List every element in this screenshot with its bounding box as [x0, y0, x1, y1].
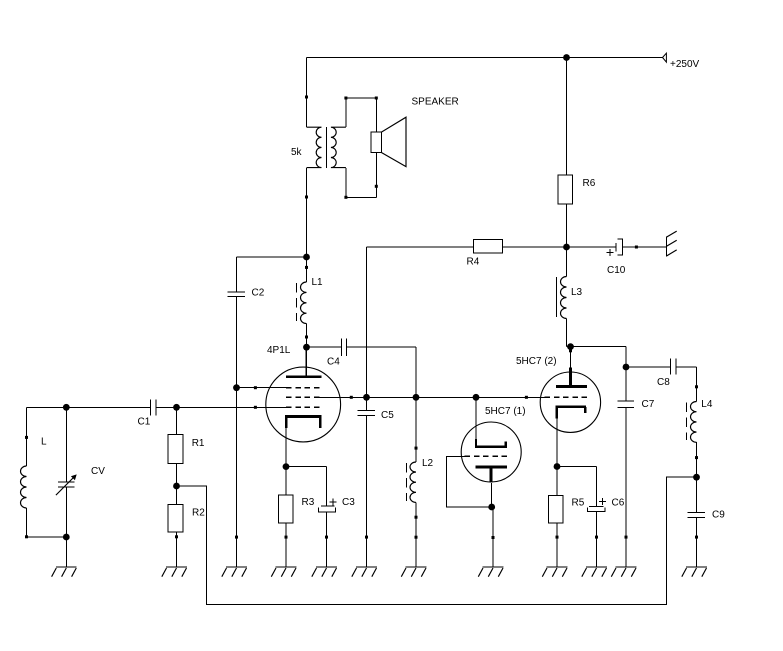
svg-text:C7: C7: [642, 399, 655, 410]
svg-text:L4: L4: [701, 399, 713, 410]
svg-text:C9: C9: [712, 510, 725, 521]
svg-text:R5: R5: [572, 498, 585, 509]
svg-text:R6: R6: [583, 178, 596, 189]
svg-text:5HC7 (2): 5HC7 (2): [516, 356, 557, 367]
svg-text:R4: R4: [467, 257, 480, 268]
svg-text:C5: C5: [381, 410, 394, 421]
svg-text:C6: C6: [612, 498, 625, 509]
svg-text:C8: C8: [657, 377, 670, 388]
svg-text:L2: L2: [422, 458, 434, 469]
svg-text:C3: C3: [342, 497, 355, 508]
svg-text:R1: R1: [192, 438, 205, 449]
svg-text:L1: L1: [312, 277, 324, 288]
svg-text:C2: C2: [252, 287, 265, 298]
svg-text:R2: R2: [192, 507, 205, 518]
svg-text:L: L: [41, 437, 47, 448]
svg-text:C10: C10: [607, 265, 626, 276]
svg-text:C1: C1: [138, 417, 151, 428]
svg-text:5k: 5k: [291, 147, 303, 158]
svg-text:5HC7 (1): 5HC7 (1): [485, 406, 526, 417]
svg-text:R3: R3: [302, 497, 315, 508]
svg-text:+250V: +250V: [670, 59, 700, 70]
svg-text:CV: CV: [91, 466, 105, 477]
svg-text:SPEAKER: SPEAKER: [412, 96, 459, 107]
svg-text:C4: C4: [327, 356, 340, 367]
svg-text:L3: L3: [571, 287, 583, 298]
svg-text:4P1L: 4P1L: [267, 345, 291, 356]
